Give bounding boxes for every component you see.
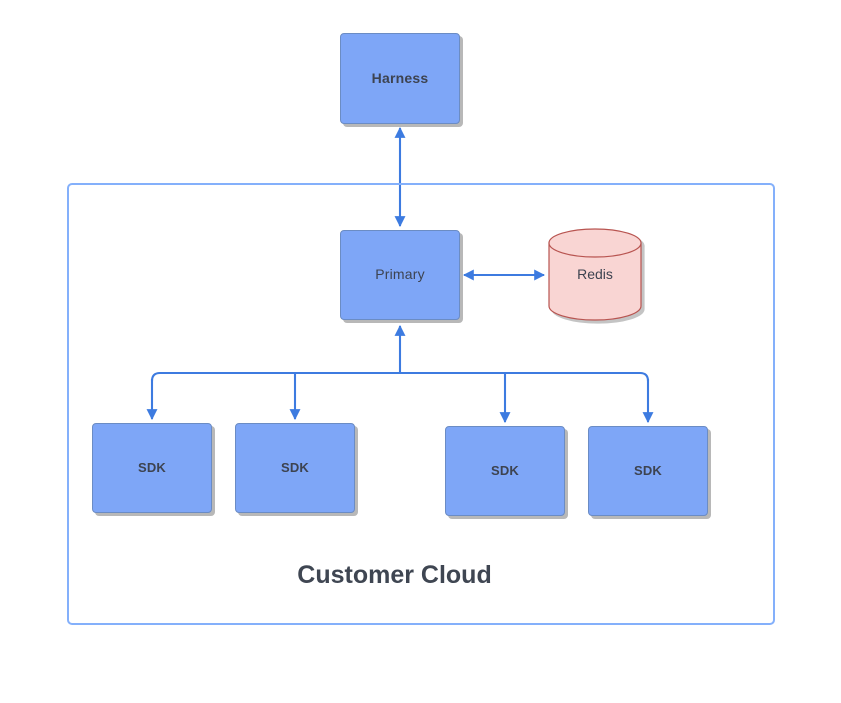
node-sdk-1-label: SDK bbox=[137, 459, 167, 475]
node-sdk-3[interactable]: SDK bbox=[445, 426, 565, 516]
node-primary-label: Primary bbox=[375, 266, 425, 283]
node-harness-label: Harness bbox=[371, 69, 429, 86]
node-sdk-2[interactable]: SDK bbox=[235, 423, 355, 513]
node-sdk-4-label: SDK bbox=[633, 462, 663, 478]
node-sdk-1[interactable]: SDK bbox=[92, 423, 212, 513]
node-harness[interactable]: Harness bbox=[340, 33, 460, 124]
group-customer-cloud bbox=[67, 183, 775, 625]
node-sdk-2-label: SDK bbox=[280, 459, 310, 475]
node-redis[interactable]: Redis bbox=[548, 228, 642, 321]
group-customer-cloud-title: Customer Cloud bbox=[297, 561, 492, 589]
node-sdk-3-label: SDK bbox=[490, 462, 520, 478]
cylinder-icon bbox=[548, 228, 642, 321]
node-sdk-4[interactable]: SDK bbox=[588, 426, 708, 516]
node-primary[interactable]: Primary bbox=[340, 230, 460, 320]
